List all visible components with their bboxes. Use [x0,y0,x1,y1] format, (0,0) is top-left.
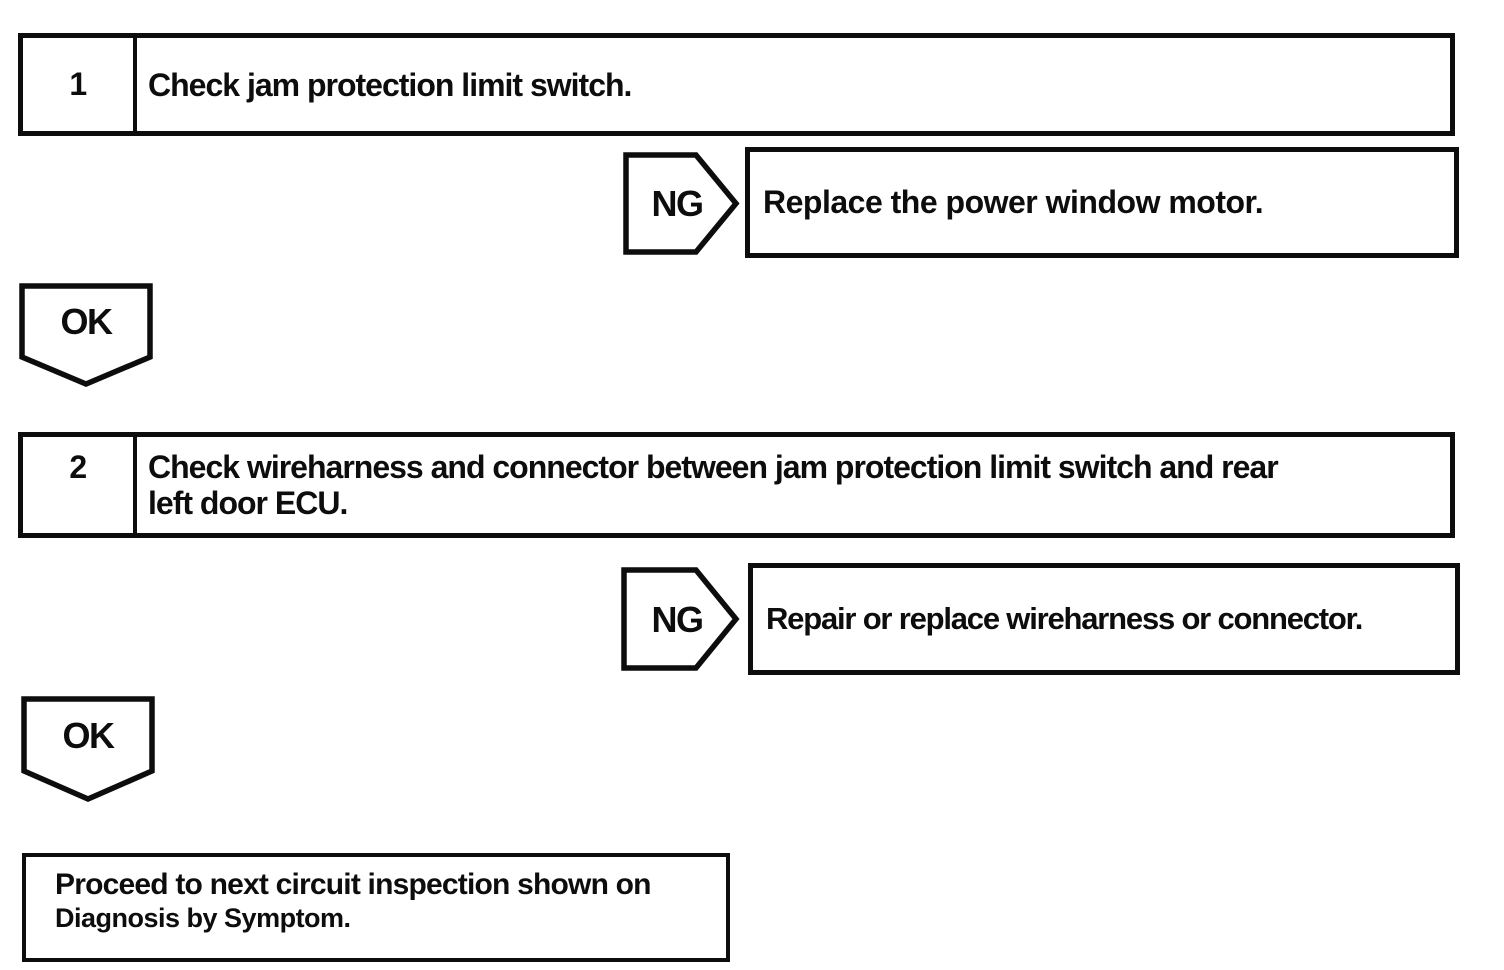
step-1-box: 1 Check jam protection limit switch. [18,33,1455,136]
step-2-instruction-line: left door ECU. [148,485,348,521]
ng-action-1-text: Replace the power window motor. [763,184,1264,220]
terminal-text-line: Proceed to next circuit inspection shown… [55,868,652,901]
ok-label: OK [63,715,116,756]
ok-pentagon-shape [21,696,155,803]
terminal-text-line: Diagnosis by Symptom. [55,903,351,933]
ok-arrow-icon: OK [21,696,155,803]
step-1-instruction-line: Check jam protection limit switch. [148,66,632,103]
ng-action-2-box: Repair or replace wireharness or connect… [748,563,1460,675]
terminal-box: Proceed to next circuit inspection shown… [22,853,730,962]
ng-arrow-icon: NG [623,152,740,255]
ng-label: NG [652,183,703,224]
step-1-number: 1 [23,38,137,131]
ok-label: OK [61,301,114,342]
ok-arrow-icon: OK [19,283,153,387]
step-2-instruction: Check wireharness and connector between … [137,437,1450,533]
ng-pentagon-shape [623,152,740,255]
step-2-instruction-line: Check wireharness and connector between … [148,449,1279,485]
ng-action-2-text: Repair or replace wireharness or connect… [766,601,1363,636]
ng-action-1-box: Replace the power window motor. [745,147,1459,258]
step-2-box: 2 Check wireharness and connector betwee… [18,432,1455,538]
ng-label: NG [652,599,703,640]
ng-arrow-icon: NG [621,567,740,671]
ok-pentagon-shape [19,283,153,387]
ng-pentagon-shape [621,567,740,671]
step-1-instruction: Check jam protection limit switch. [137,38,1450,131]
step-2-number: 2 [23,437,137,533]
